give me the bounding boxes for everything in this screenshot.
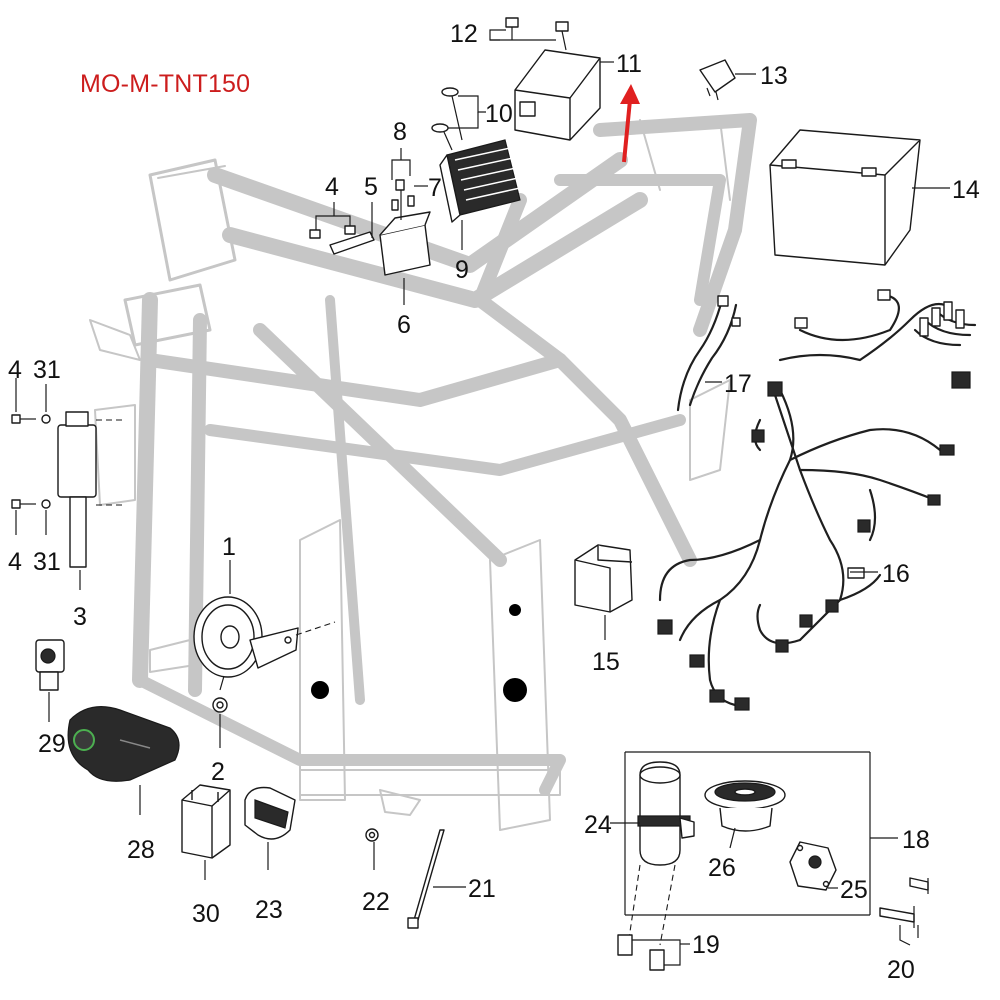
callout-23: 23 bbox=[255, 896, 283, 924]
seat-lock bbox=[789, 841, 837, 891]
callout-10: 10 bbox=[485, 100, 513, 128]
mount-bracket-5 bbox=[329, 231, 375, 255]
flasher-relay bbox=[181, 784, 231, 859]
direction-arrow bbox=[620, 84, 640, 163]
callout-5: 5 bbox=[364, 173, 378, 201]
callout-6: 6 bbox=[397, 311, 411, 339]
screw-4-top bbox=[309, 225, 356, 239]
callout-9: 9 bbox=[455, 256, 469, 284]
callout-14: 14 bbox=[952, 176, 980, 204]
callout-4b: 4 bbox=[8, 548, 22, 576]
callout-21: 21 bbox=[468, 875, 496, 903]
screw-12 bbox=[505, 17, 569, 51]
nut-2 bbox=[212, 675, 228, 713]
callout-22: 22 bbox=[362, 888, 390, 916]
ignition-switch bbox=[627, 761, 695, 946]
callout-31b: 31 bbox=[33, 548, 61, 576]
model-code: MO-M-TNT150 bbox=[80, 70, 251, 98]
callout-15: 15 bbox=[592, 648, 620, 676]
callout-20: 20 bbox=[887, 956, 915, 984]
screw-19 bbox=[617, 934, 665, 971]
callout-7: 7 bbox=[428, 174, 442, 202]
callout-3: 3 bbox=[73, 603, 87, 631]
battery bbox=[769, 129, 921, 266]
voltage-regulator bbox=[439, 139, 521, 223]
horn bbox=[193, 596, 336, 678]
connector-15 bbox=[574, 544, 633, 613]
callout-12: 12 bbox=[450, 20, 478, 48]
callout-25: 25 bbox=[840, 876, 868, 904]
callout-16: 16 bbox=[882, 560, 910, 588]
callout-28: 28 bbox=[127, 836, 155, 864]
handlebar-switch bbox=[67, 706, 180, 782]
cdi-unit bbox=[514, 49, 601, 141]
callout-2: 2 bbox=[211, 758, 225, 786]
callout-13: 13 bbox=[760, 62, 788, 90]
bolt-4-left bbox=[11, 414, 36, 509]
bolt-20 bbox=[879, 877, 929, 928]
clip-22 bbox=[365, 828, 379, 842]
callout-26: 26 bbox=[708, 854, 736, 882]
callout-8: 8 bbox=[393, 118, 407, 146]
ignition-coil bbox=[57, 411, 125, 568]
fuel-cap bbox=[704, 780, 786, 832]
callout-17: 17 bbox=[724, 370, 752, 398]
wiring-harness bbox=[657, 289, 977, 711]
starter-relay bbox=[379, 179, 431, 276]
cable-tie bbox=[407, 829, 445, 929]
callout-29: 29 bbox=[38, 730, 66, 758]
switch-29 bbox=[35, 639, 65, 691]
callout-24: 24 bbox=[584, 811, 612, 839]
relay bbox=[699, 59, 736, 101]
callout-4a: 4 bbox=[8, 356, 22, 384]
callout-30: 30 bbox=[192, 900, 220, 928]
callout-18: 18 bbox=[902, 826, 930, 854]
callout-4-top: 4 bbox=[325, 173, 339, 201]
callout-31a: 31 bbox=[33, 356, 61, 384]
callout-1: 1 bbox=[222, 533, 236, 561]
wire-lead-17 bbox=[676, 295, 741, 412]
rubber-holder bbox=[244, 786, 296, 840]
bolt-10 bbox=[431, 87, 463, 151]
callout-19: 19 bbox=[692, 931, 720, 959]
callout-11: 11 bbox=[616, 50, 642, 78]
washer-31 bbox=[41, 414, 51, 509]
